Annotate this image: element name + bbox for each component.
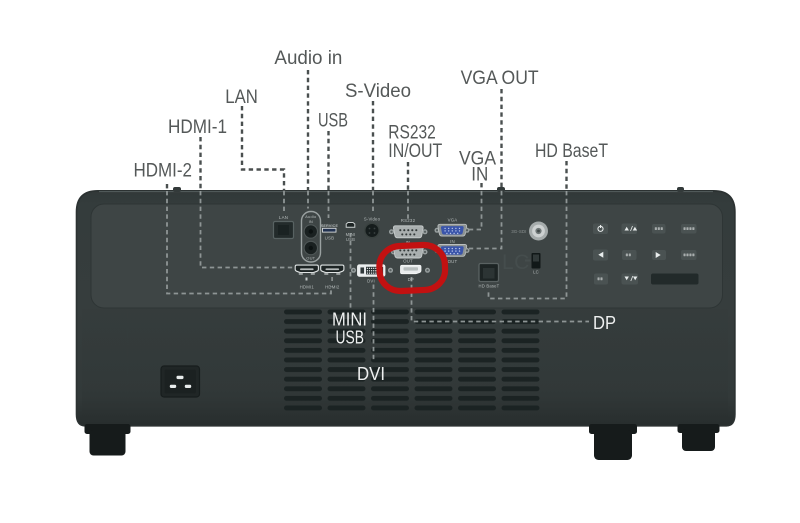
svg-text:USB: USB [325,236,335,241]
svg-text:HD BaseT: HD BaseT [535,141,608,162]
svg-text:IN: IN [406,240,411,245]
svg-text:LC: LC [533,270,539,275]
svg-text:LAN: LAN [279,215,288,220]
svg-text:IN: IN [309,219,313,224]
svg-text:HD BaseT: HD BaseT [479,284,500,289]
svg-text:DVI: DVI [367,278,375,283]
svg-text:VGA: VGA [459,148,496,169]
svg-text:DP: DP [593,312,616,333]
svg-text:DP: DP [408,277,414,282]
svg-text:RS232: RS232 [388,122,436,143]
svg-text:IN/OUT: IN/OUT [388,141,442,162]
svg-text:MINI: MINI [346,232,356,237]
svg-text:RS232: RS232 [401,218,416,223]
svg-text:VGA OUT: VGA OUT [461,68,539,89]
svg-text:DVI: DVI [357,363,385,384]
svg-text:USB: USB [346,237,355,242]
svg-text:HDMI2: HDMI2 [325,284,340,289]
svg-text:HDMI-2: HDMI-2 [134,161,193,182]
svg-text:LAN: LAN [225,87,257,108]
svg-text:Audio: Audio [305,214,317,219]
svg-text:USB: USB [318,110,348,131]
svg-text:S-Video: S-Video [345,81,411,102]
svg-text:HDMI-1: HDMI-1 [168,117,227,138]
svg-text:VGA: VGA [448,218,458,223]
svg-text:MINI: MINI [332,309,367,330]
svg-text:LC: LC [502,251,530,274]
svg-text:S-Video: S-Video [364,217,381,222]
svg-text:OUT: OUT [403,259,413,264]
svg-text:SERVICE: SERVICE [321,224,339,228]
svg-text:3G-SDI: 3G-SDI [511,229,526,234]
svg-text:IN: IN [450,239,455,244]
svg-text:USB: USB [336,327,365,348]
svg-text:OUT: OUT [306,256,315,261]
svg-text:Audio in: Audio in [274,48,342,69]
svg-text:IN: IN [471,164,488,185]
svg-text:HDMI1: HDMI1 [300,284,315,289]
svg-text:OUT: OUT [448,259,458,264]
